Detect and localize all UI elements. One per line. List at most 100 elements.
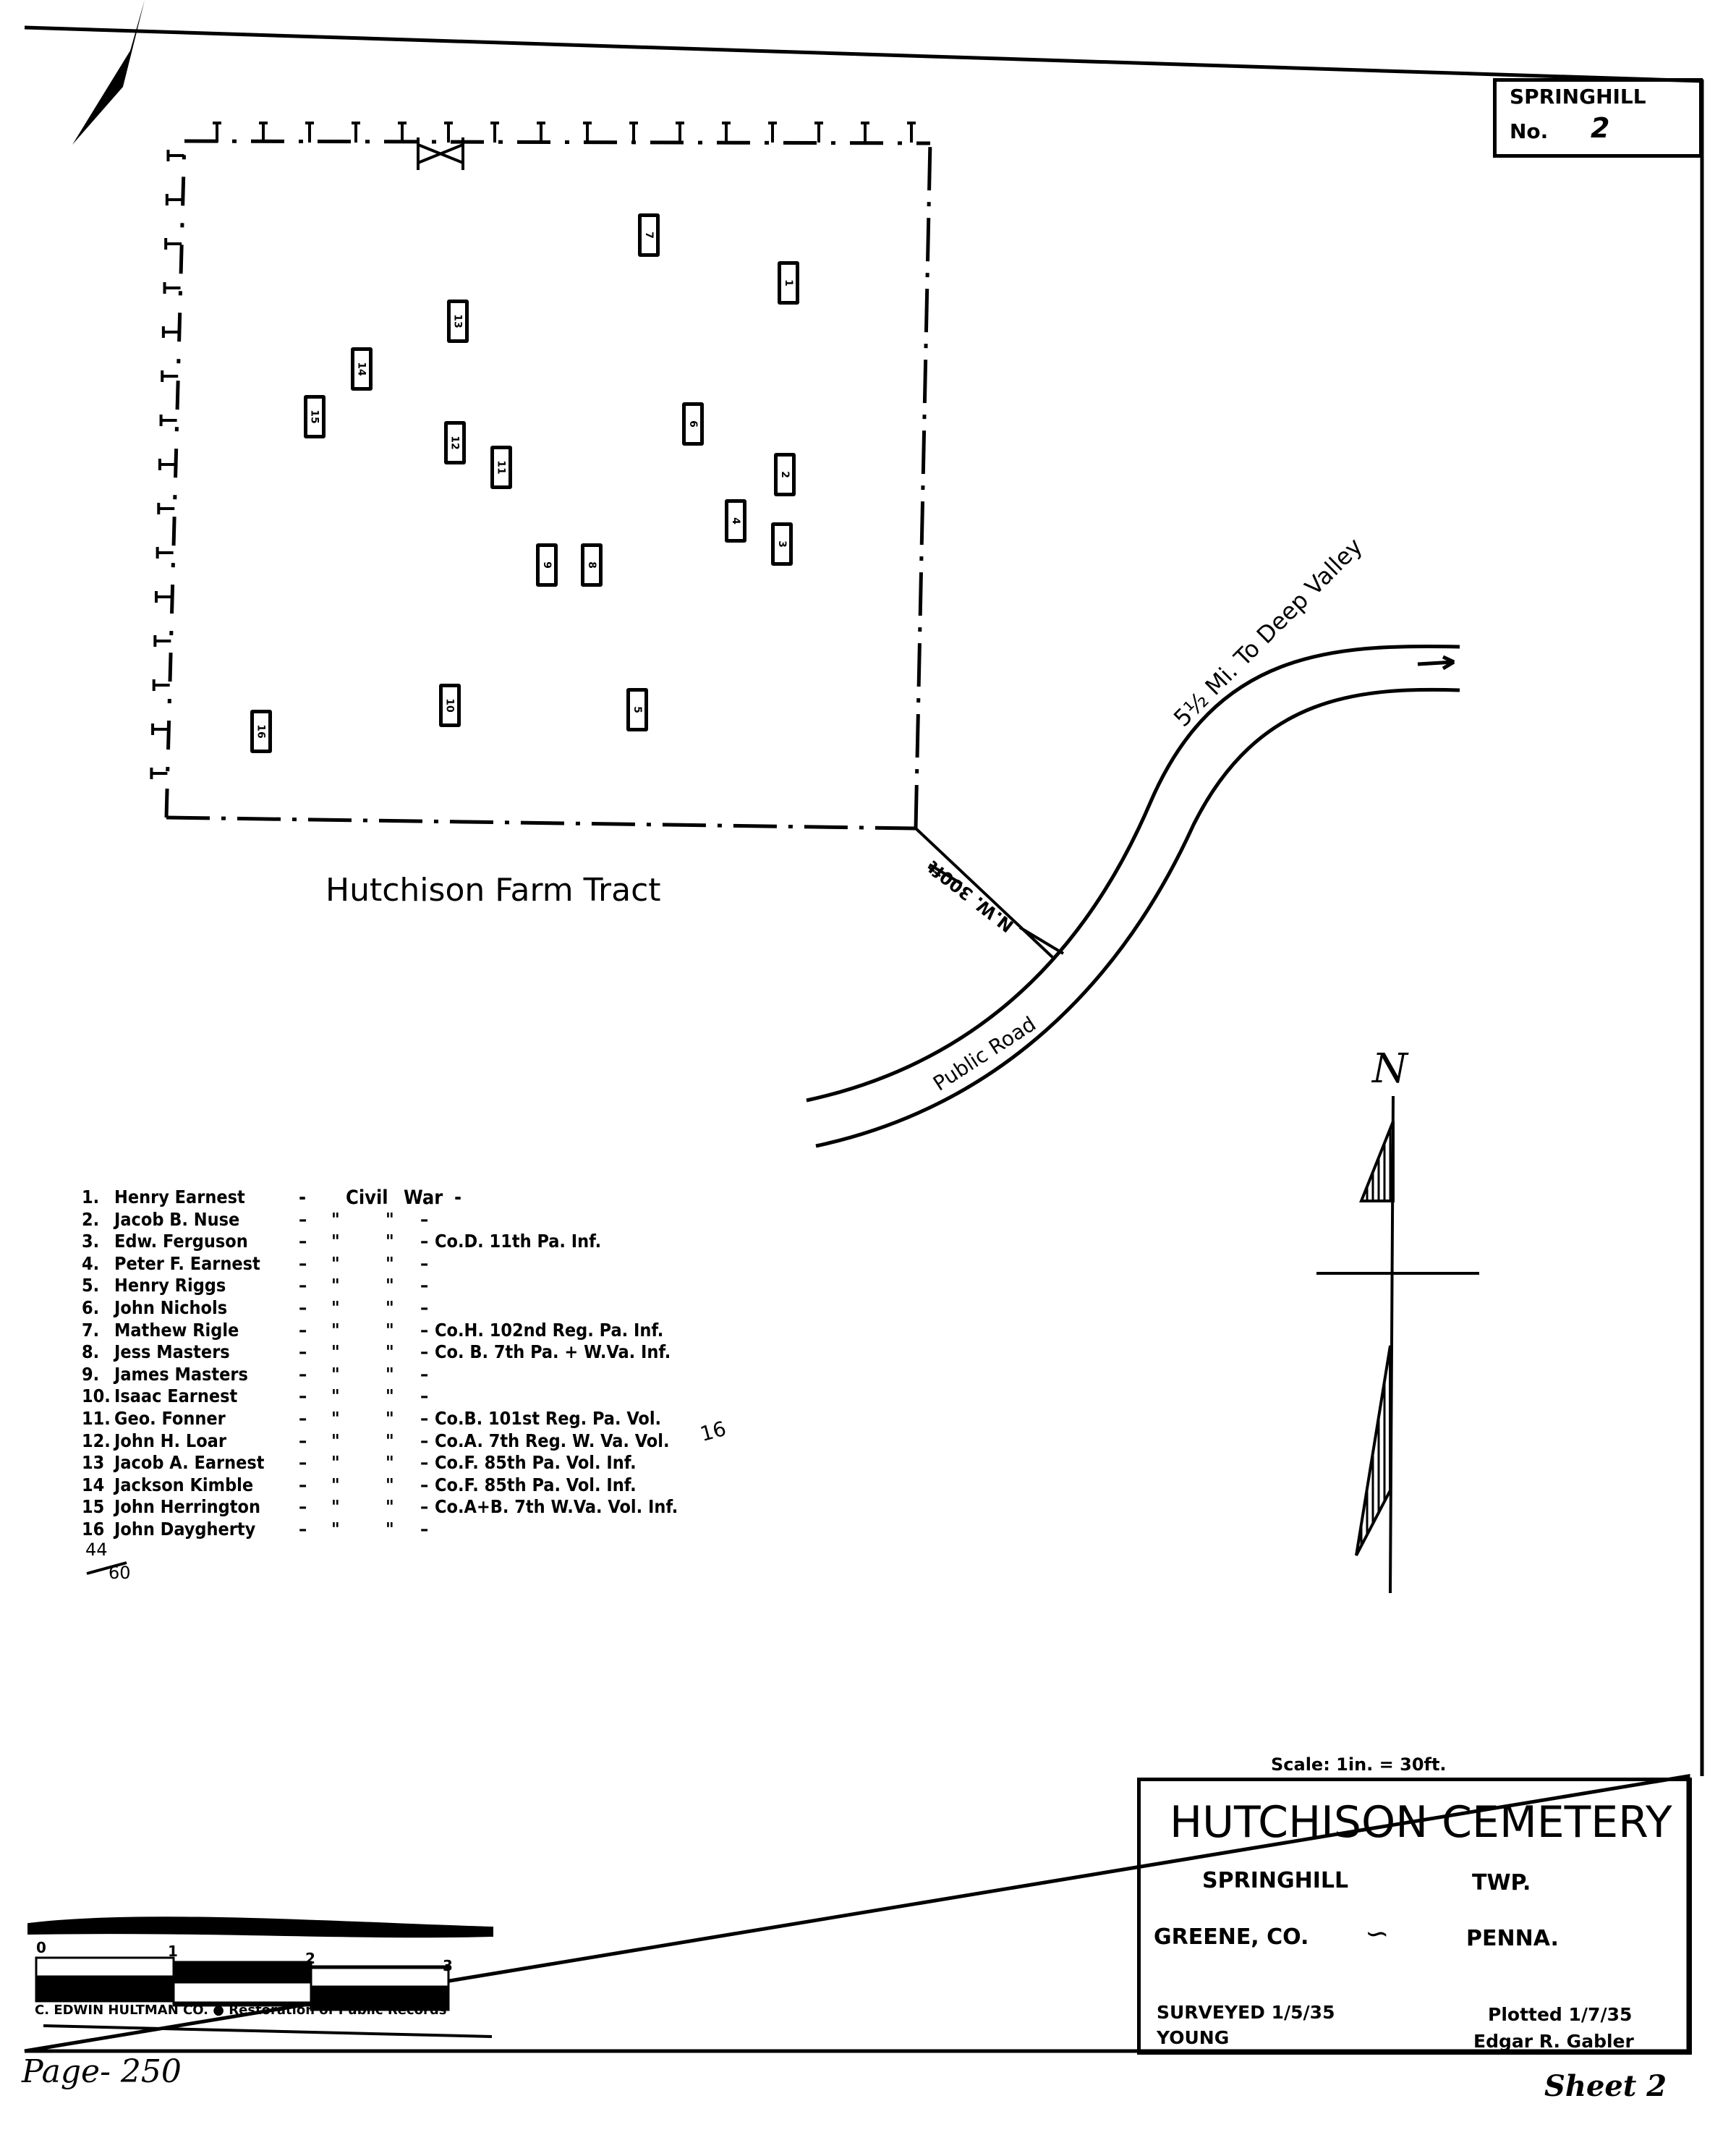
fence-post [152, 679, 170, 691]
legend-d2: " [386, 1408, 394, 1429]
township-name: SPRINGHILL [1202, 1868, 1349, 1893]
title-block: HUTCHISON CEMETERY SPRINGHILL TWP. GREEN… [1137, 1778, 1692, 2055]
legend-d1: " [331, 1363, 340, 1385]
road-edge-lower [815, 687, 1460, 1148]
legend-dash2: – [420, 1408, 429, 1429]
scale-bar-segment [35, 1956, 175, 1978]
legend-d1: " [331, 1519, 340, 1540]
surveyor-name: YOUNG [1157, 2027, 1230, 2048]
legend-dash: – [299, 1496, 307, 1518]
legend-d1: " [331, 1341, 340, 1363]
scale-tick-0: 0 [36, 1939, 46, 1956]
legend-d1: " [331, 1275, 340, 1296]
legend-d1: " [331, 1297, 340, 1318]
sheet-no-value: 2 [1591, 112, 1610, 144]
legend-dash2: - [454, 1187, 462, 1209]
fence-post [161, 326, 179, 338]
fence-post [161, 370, 179, 382]
legend-d2: " [386, 1341, 394, 1363]
legend-dash2: – [420, 1252, 429, 1274]
legend-dash: – [299, 1363, 307, 1385]
scale-bar-segment [172, 1981, 312, 2004]
legend-dash: - [299, 1187, 307, 1209]
legend-unit: Co. B. 7th Pa. + W.Va. Inf. [435, 1341, 671, 1363]
fence-post [165, 194, 183, 205]
legend-name: John Daygherty [114, 1519, 256, 1540]
corner-pen-mark [72, 0, 145, 145]
legend-unit: Co.F. 85th Pa. Vol. Inf. [435, 1474, 637, 1495]
legend-name: Henry Earnest [114, 1187, 245, 1207]
grave-marker: 6 [682, 402, 704, 446]
grave-marker: 12 [444, 421, 466, 464]
legend-dash2: – [420, 1231, 429, 1252]
scale-tick-1: 1 [168, 1943, 178, 1960]
legend-dash2: – [420, 1275, 429, 1296]
legend-name: John H. Loar [114, 1430, 226, 1451]
road-edge-upper [806, 644, 1460, 1103]
legend-dash: – [299, 1519, 307, 1540]
legend-d2: " [386, 1208, 394, 1230]
grave-number: 15 [308, 409, 320, 424]
legend-dash2: – [420, 1385, 429, 1407]
legend-d2: " [386, 1496, 394, 1518]
legend-dash2: – [420, 1519, 429, 1540]
legend-num: 15 [82, 1496, 105, 1518]
cemetery-title: HUTCHISON CEMETERY [1170, 1797, 1672, 1848]
sheet-no-label: No. [1510, 119, 1549, 143]
legend-d2: " [386, 1252, 394, 1274]
legend-num: 11. [82, 1408, 111, 1429]
gate-icon [417, 137, 464, 170]
bullet-icon: ● [213, 2003, 229, 2018]
legend-num: 8. [82, 1341, 100, 1363]
scale-bar-frame [27, 1916, 493, 2038]
legend-name: Jess Masters [114, 1341, 230, 1363]
sheet-number-box: SPRINGHILL No. 2 [1493, 78, 1703, 158]
tract-boundary [164, 139, 932, 831]
legend-d1: " [331, 1452, 340, 1474]
township-abbr: TWP. [1472, 1870, 1531, 1896]
ornament-icon: ∽ [1365, 1917, 1390, 1950]
legend-dash: – [299, 1297, 307, 1318]
grave-number: 2 [779, 471, 791, 478]
grave-marker: 11 [490, 446, 512, 489]
legend-d1: " [331, 1252, 340, 1274]
grave-number: 12 [448, 436, 461, 450]
legend-d2: " [386, 1385, 394, 1407]
legend-dash2: – [420, 1341, 429, 1363]
fence-post [398, 122, 407, 143]
tally-bottom: 60 [109, 1563, 131, 1583]
grave-number: 5 [631, 706, 643, 713]
legend-d1: " [331, 1430, 340, 1451]
legend-d2: War [404, 1187, 443, 1209]
legend-d1: " [331, 1385, 340, 1407]
legend-dash2: – [420, 1297, 429, 1318]
legend-d2: " [386, 1452, 394, 1474]
grave-number: 14 [355, 362, 367, 376]
legend-d2: " [386, 1231, 394, 1252]
legend-name: Geo. Fonner [114, 1408, 226, 1429]
scale-tick-2: 2 [305, 1950, 315, 1967]
legend-name: Peter F. Earnest [114, 1252, 260, 1274]
page-note: Page- 250 [22, 2053, 182, 2090]
fence-post [213, 122, 221, 143]
fence-post [583, 122, 592, 143]
legend-name: John Herrington [114, 1496, 260, 1518]
fence-post [154, 591, 172, 603]
legend-d1: " [331, 1319, 340, 1341]
grave-number: 6 [687, 420, 699, 428]
grave-number: 3 [776, 540, 788, 548]
legend-name: Jacob B. Nuse [114, 1208, 240, 1230]
grave-marker: 2 [774, 453, 796, 496]
fence-post [814, 122, 823, 143]
grave-marker: 16 [250, 710, 272, 753]
grave-number: 7 [643, 232, 655, 239]
grave-marker: 15 [304, 395, 326, 438]
legend-num: 3. [82, 1231, 100, 1252]
legend-dash2: – [420, 1452, 429, 1474]
legend-dash: – [299, 1252, 307, 1274]
legend-num: 16 [82, 1519, 105, 1540]
tally-top: 44 [85, 1540, 108, 1560]
fence-post [156, 547, 174, 559]
north-label: N [1372, 1045, 1408, 1092]
grave-number: 4 [730, 517, 741, 525]
